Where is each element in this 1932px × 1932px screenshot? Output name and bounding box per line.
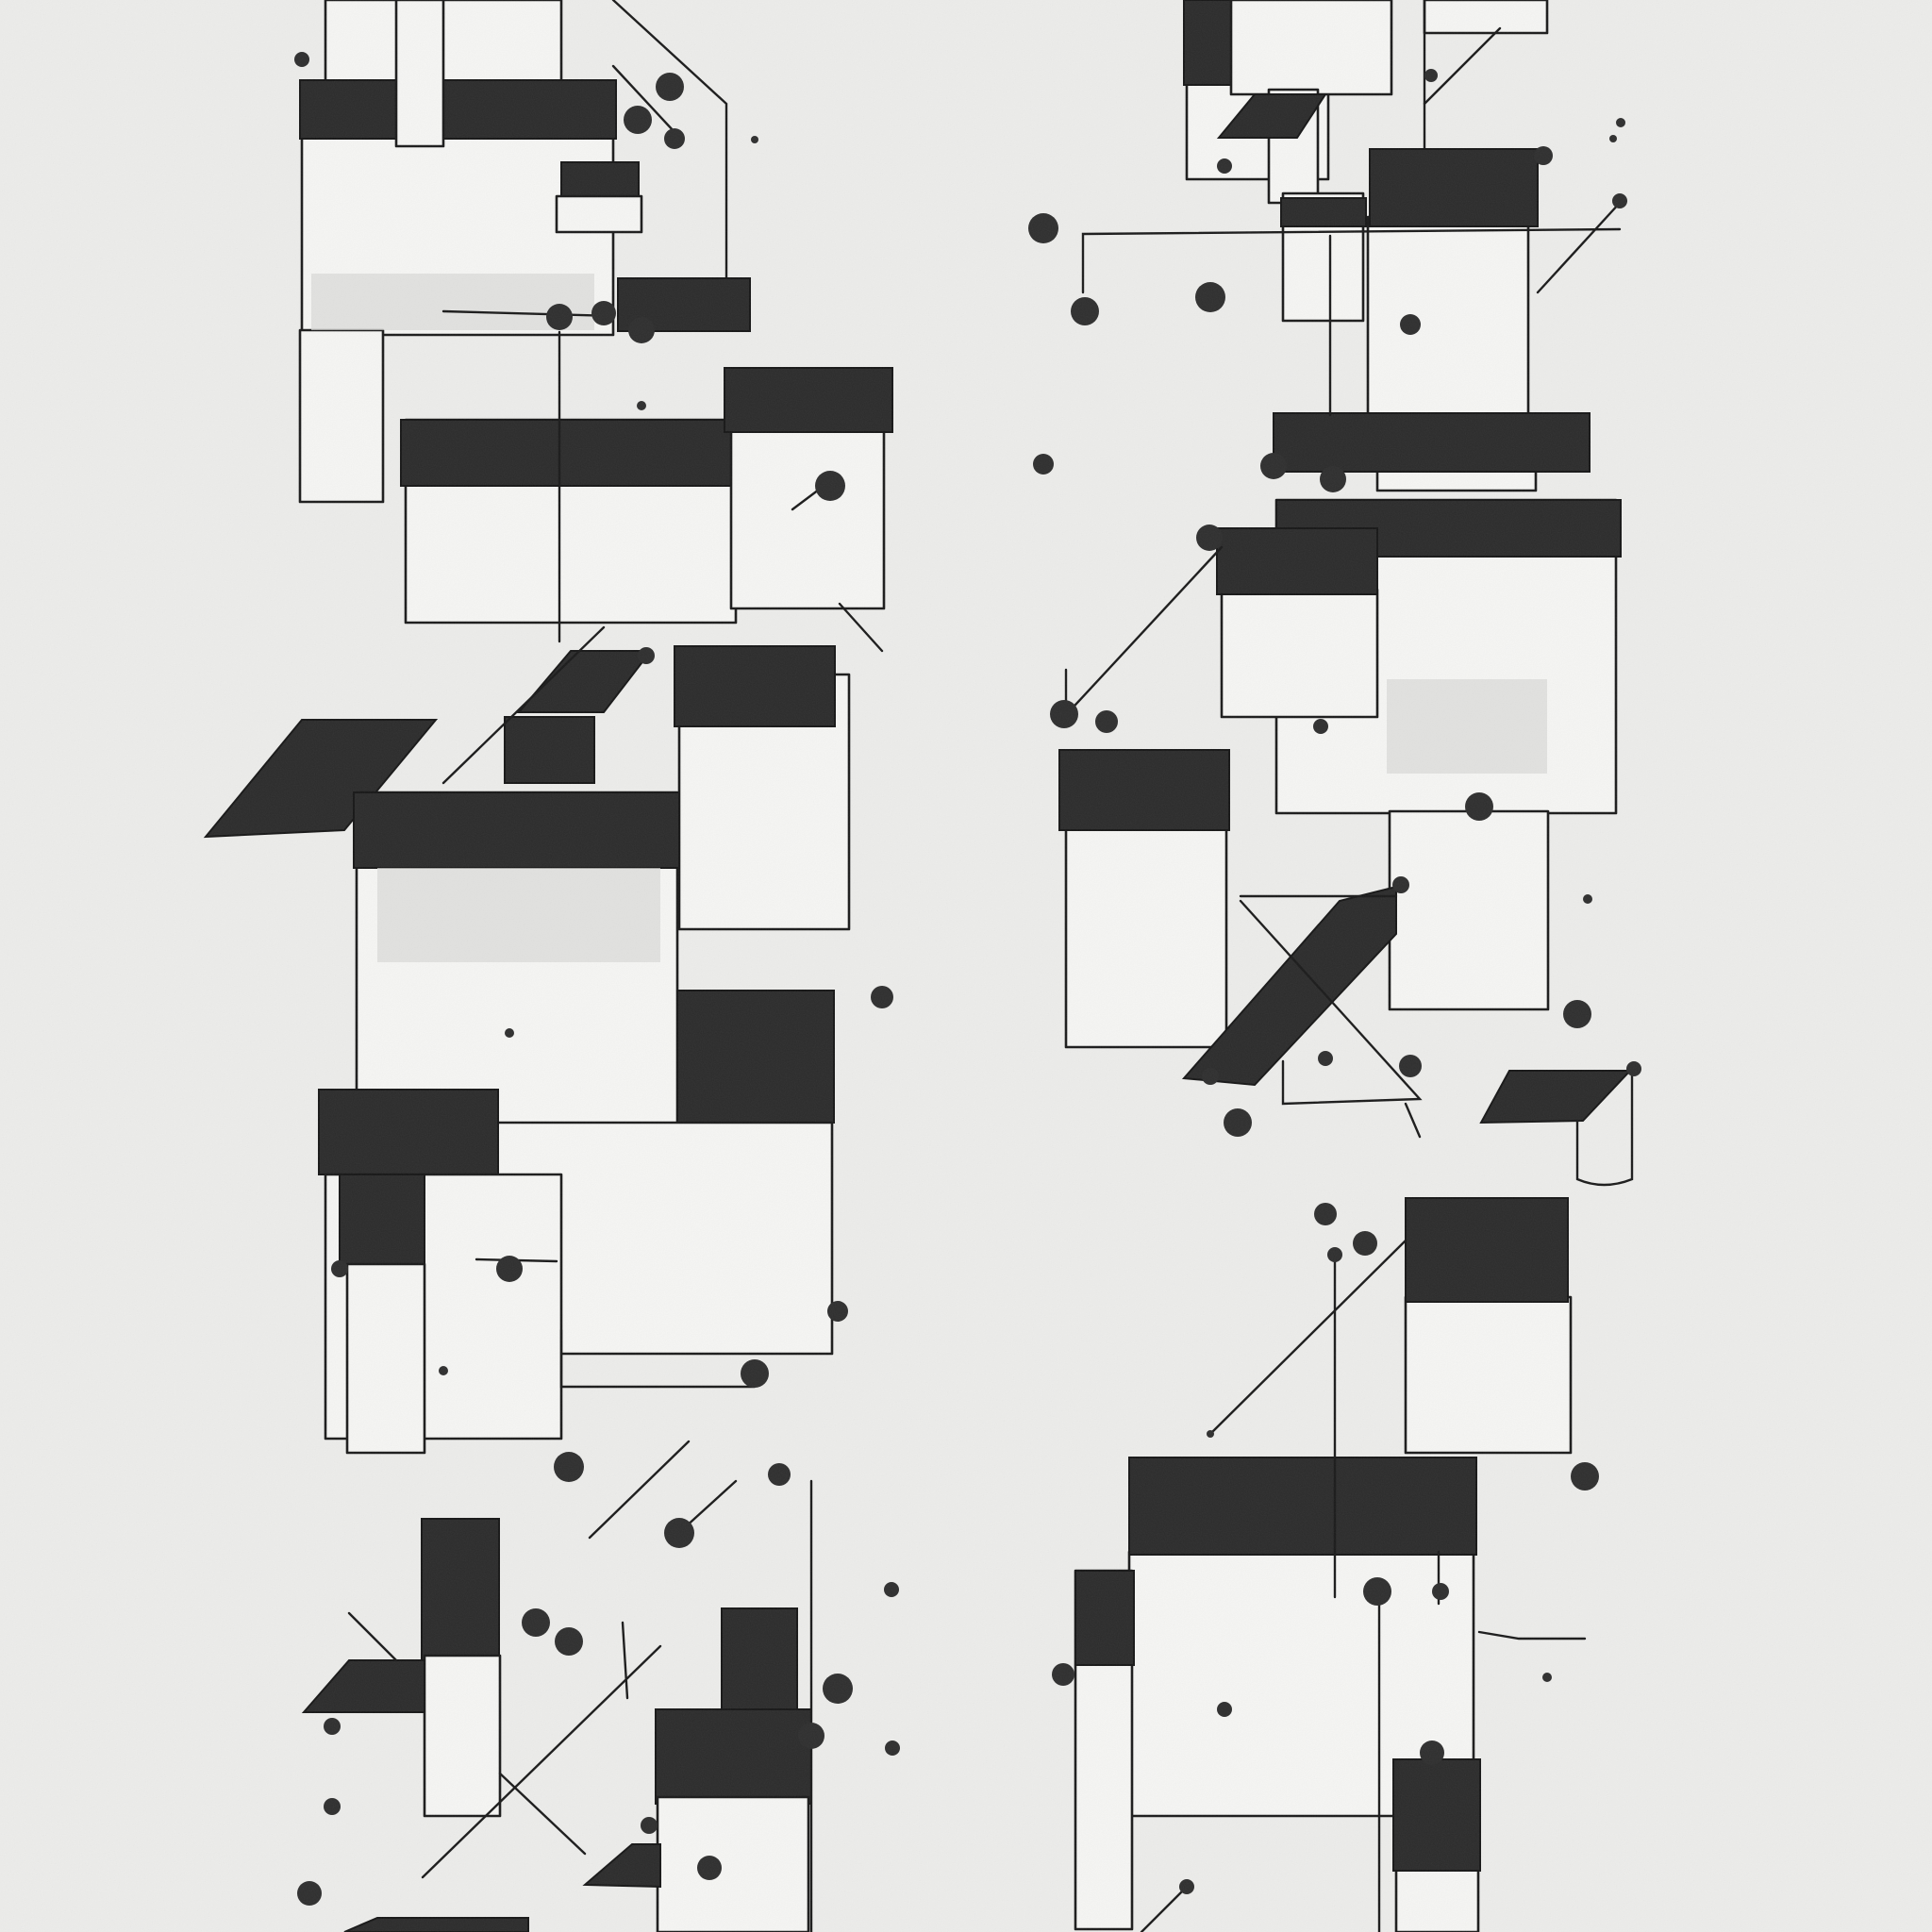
drawing-canvas: [0, 0, 1932, 1932]
paper-grain: [0, 0, 1932, 1932]
